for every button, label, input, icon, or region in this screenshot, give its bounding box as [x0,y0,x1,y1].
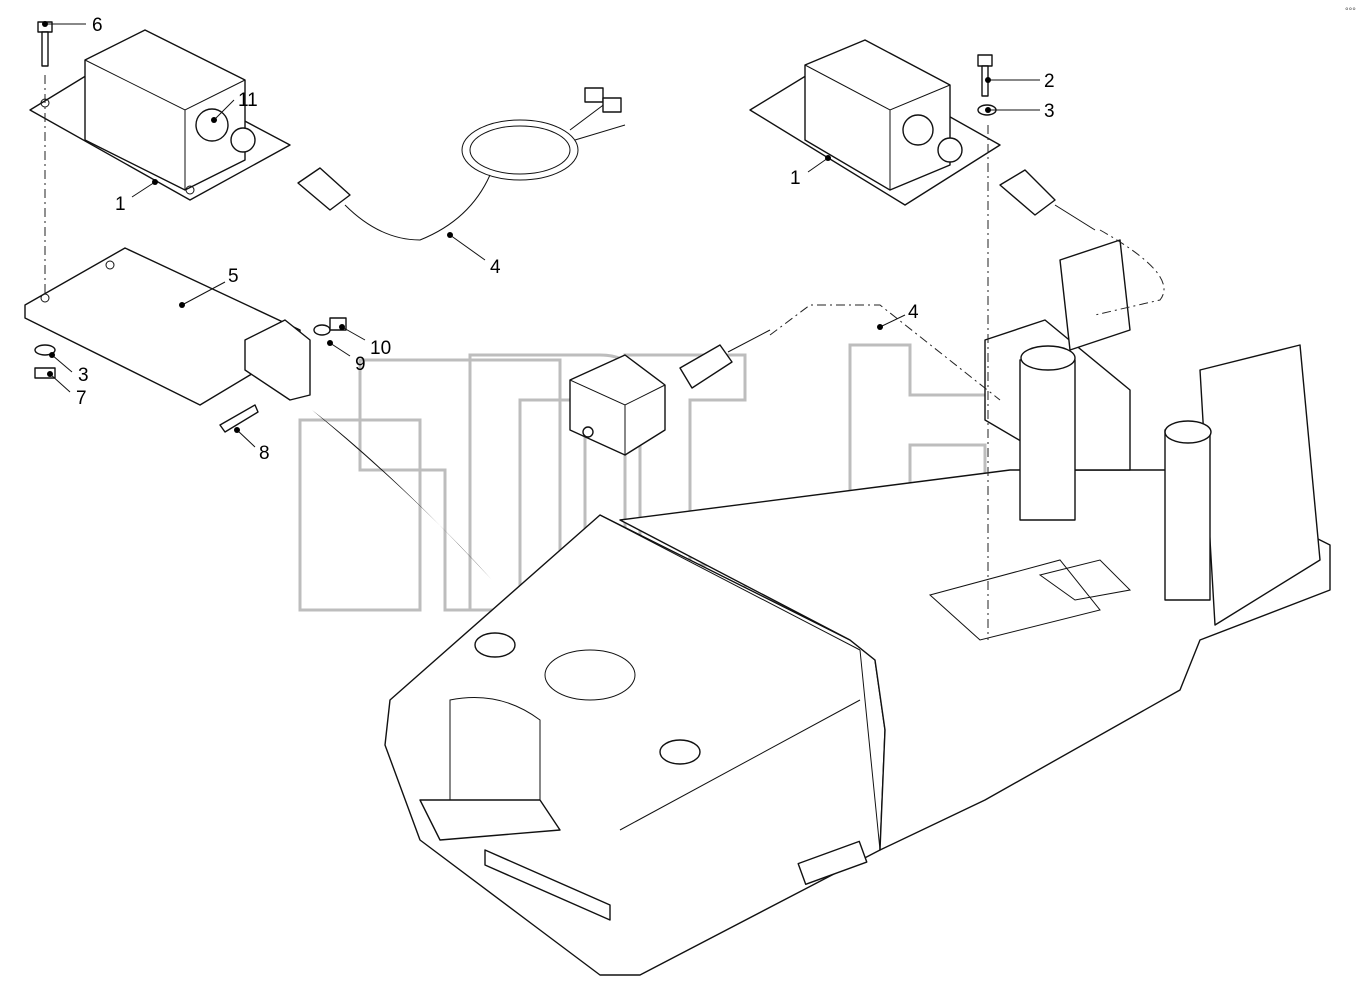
callout-9: 9 [355,354,366,375]
callout-4: 4 [490,257,501,278]
callout-3: 3 [78,365,89,386]
mounting-plate [24,247,311,406]
callout-6: 6 [92,15,103,36]
cable-harness [297,87,626,241]
callout-2: 2 [1044,71,1055,92]
callout-1: 1 [115,194,126,215]
cable-right [999,169,1096,231]
callout-8: 8 [259,443,270,464]
watermark-swoosh [312,410,492,580]
control-box-left [29,29,291,201]
callout-11: 11 [238,90,258,111]
callout-7: 7 [76,388,87,409]
washer-9 [313,324,331,336]
leader-lines [42,21,1040,448]
center-lines [44,75,1165,640]
control-box-right [749,39,1001,206]
callout-3b: 3 [1044,101,1055,122]
washer-3-left [34,344,56,356]
bolt-8 [219,404,259,433]
callout-10: 10 [370,338,391,359]
chassis-frame [384,239,1331,976]
junction-box [569,354,666,456]
callout-4b: 4 [908,302,919,323]
callout-5: 5 [228,266,239,287]
callout-1b: 1 [790,168,801,189]
corner-mark: °°° [1345,6,1356,16]
bolt-6 [37,21,53,67]
bolt-2 [977,54,993,97]
cable-connector-center [679,329,771,389]
